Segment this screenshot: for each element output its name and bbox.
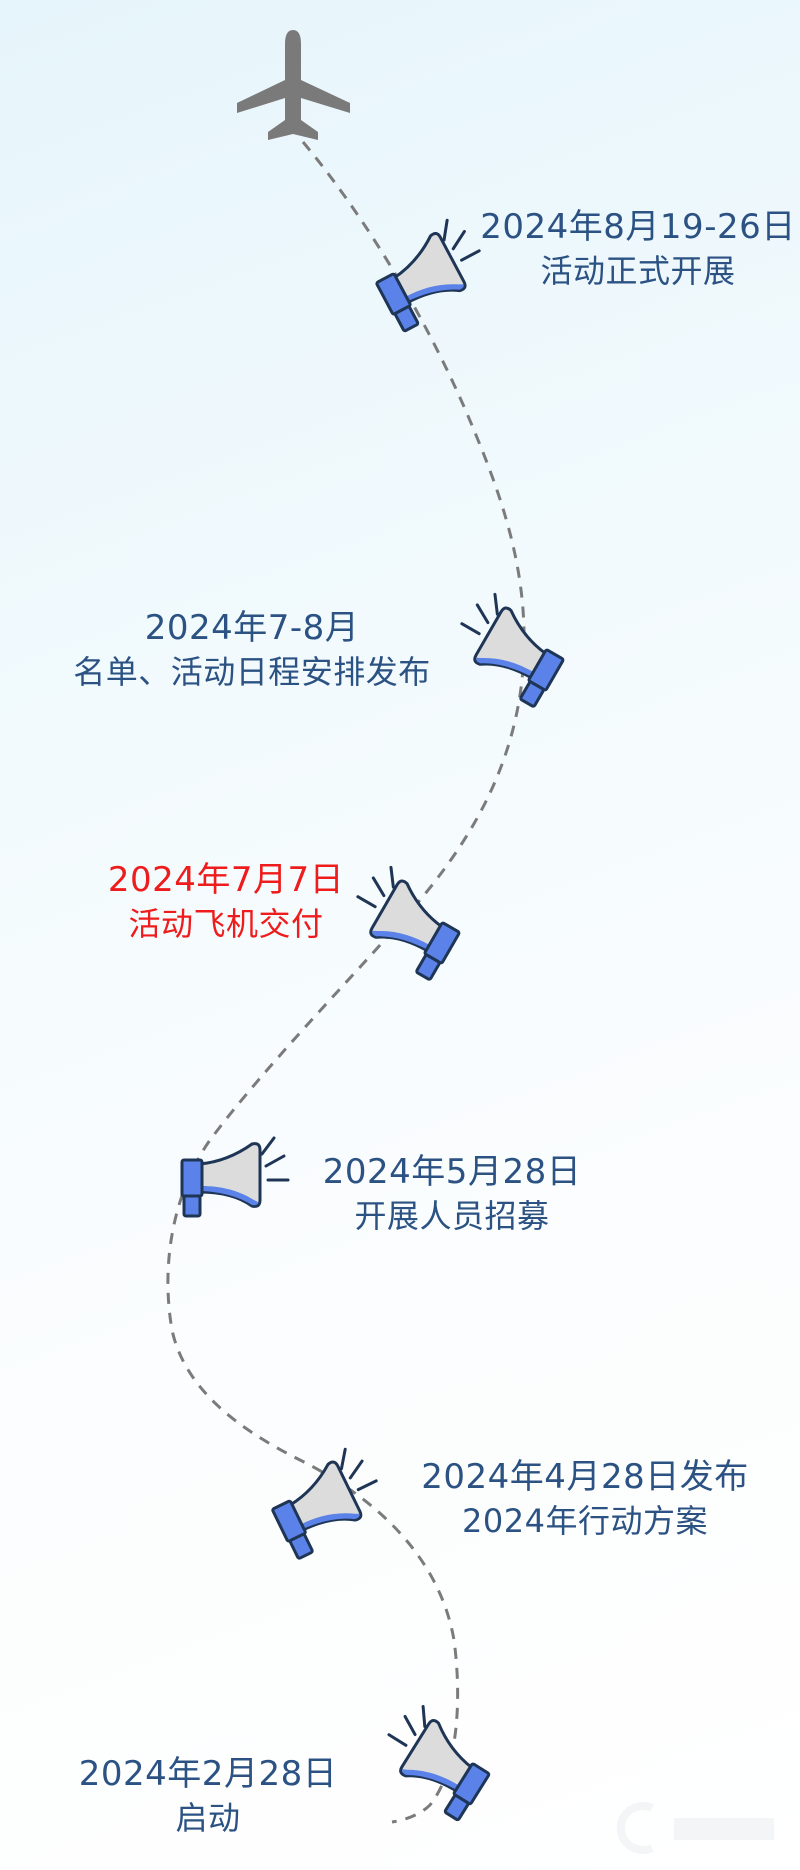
milestone-desc: 开展人员招募 (354, 1197, 550, 1235)
milestone-label-jul7-highlight: 2024年7月7日 活动飞机交付 (108, 858, 344, 946)
megaphone-icon (442, 585, 577, 710)
airplane-icon (237, 30, 350, 140)
milestone-desc: 2024年行动方案 (462, 1502, 708, 1540)
milestone-desc: 活动飞机交付 (128, 905, 324, 943)
milestone-date: 2024年8月19-26日 (480, 207, 796, 247)
milestone-desc: 活动正式开展 (540, 252, 736, 290)
milestone-label-jul-aug: 2024年7-8月 名单、活动日程安排发布 (73, 606, 431, 694)
megaphone-icon (261, 1441, 394, 1562)
milestone-label-may: 2024年5月28日 开展人员招募 (323, 1150, 581, 1238)
dashed-flight-path (166, 141, 526, 1824)
milestone-date: 2024年4月28日发布 (421, 1457, 749, 1497)
news-logo-watermark (616, 1802, 774, 1854)
megaphone-icon (180, 1136, 290, 1218)
milestone-label-feb: 2024年2月28日 启动 (79, 1752, 337, 1840)
milestone-date: 2024年7月7日 (107, 860, 345, 900)
megaphone-icon (364, 212, 498, 334)
milestone-label-aug: 2024年8月19-26日 活动正式开展 (480, 205, 795, 293)
milestone-date: 2024年7-8月 (144, 608, 360, 648)
milestone-desc: 启动 (175, 1799, 241, 1837)
megaphone-icon (368, 1697, 503, 1823)
milestone-date: 2024年2月28日 (78, 1754, 338, 1794)
megaphone-icon (338, 858, 473, 983)
milestone-desc: 名单、活动日程安排发布 (73, 653, 431, 691)
milestone-label-apr: 2024年4月28日发布 2024年行动方案 (421, 1455, 748, 1543)
milestone-date: 2024年5月28日 (322, 1152, 582, 1192)
